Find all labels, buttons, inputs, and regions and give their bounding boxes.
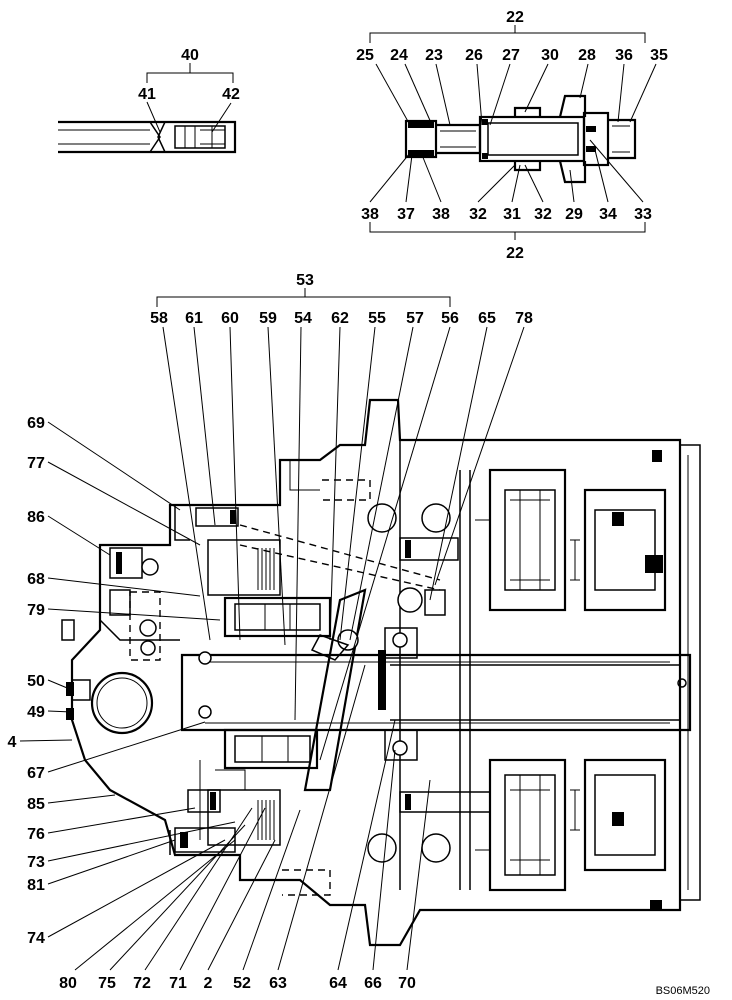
callout-27: 27: [502, 47, 520, 64]
callout-65: 65: [478, 310, 496, 327]
callout-24: 24: [390, 47, 408, 64]
callout-72: 72: [133, 975, 151, 992]
callout-26: 26: [465, 47, 483, 64]
drawing-code: BS06M520: [656, 985, 710, 997]
callout-74: 74: [27, 930, 45, 947]
callout-61: 61: [185, 310, 203, 327]
group-label-53: 53: [296, 272, 314, 289]
callout-38-left: 38: [361, 206, 379, 223]
callout-55: 55: [368, 310, 386, 327]
callout-35: 35: [650, 47, 668, 64]
callout-28: 28: [578, 47, 596, 64]
callout-34: 34: [599, 206, 617, 223]
callout-52: 52: [233, 975, 251, 992]
callout-75: 75: [98, 975, 116, 992]
callout-38-right: 38: [432, 206, 450, 223]
callout-41: 41: [138, 86, 156, 103]
callout-25: 25: [356, 47, 374, 64]
callout-63: 63: [269, 975, 287, 992]
callout-32-right: 32: [534, 206, 552, 223]
callout-4: 4: [8, 734, 17, 751]
subassembly-22-drawing: [404, 94, 637, 184]
callout-30: 30: [541, 47, 559, 64]
callout-37: 37: [397, 206, 415, 223]
callout-71: 71: [169, 975, 187, 992]
callout-50: 50: [27, 673, 45, 690]
callout-42: 42: [222, 86, 240, 103]
callout-80: 80: [59, 975, 77, 992]
motor-section-drawing: [61, 398, 701, 947]
callout-81: 81: [27, 877, 45, 894]
callout-54: 54: [294, 310, 312, 327]
callout-77: 77: [27, 455, 45, 472]
group-brackets: [146, 25, 646, 307]
callout-68: 68: [27, 571, 45, 588]
callout-69: 69: [27, 415, 45, 432]
callout-58: 58: [150, 310, 168, 327]
group-label-22-bottom: 22: [506, 245, 524, 262]
leader-lines: [19, 63, 657, 971]
group-labels: 40 22 22 53: [181, 9, 524, 289]
callout-29: 29: [565, 206, 583, 223]
callout-31: 31: [503, 206, 521, 223]
group-label-22-top: 22: [506, 9, 524, 26]
callout-64: 64: [329, 975, 347, 992]
callout-32-left: 32: [469, 206, 487, 223]
callout-76: 76: [27, 826, 45, 843]
callout-67: 67: [27, 765, 45, 782]
callout-33: 33: [634, 206, 652, 223]
callout-49: 49: [27, 704, 45, 721]
group-label-40: 40: [181, 47, 199, 64]
callout-66: 66: [364, 975, 382, 992]
callout-59: 59: [259, 310, 277, 327]
callout-60: 60: [221, 310, 239, 327]
callout-85: 85: [27, 796, 45, 813]
callout-57: 57: [406, 310, 424, 327]
callout-79: 79: [27, 602, 45, 619]
callout-70: 70: [398, 975, 416, 992]
callout-23: 23: [425, 47, 443, 64]
callout-62: 62: [331, 310, 349, 327]
callout-73: 73: [27, 854, 45, 871]
callout-36: 36: [615, 47, 633, 64]
subassembly-40-drawing: [58, 120, 237, 154]
callout-56: 56: [441, 310, 459, 327]
callout-78: 78: [515, 310, 533, 327]
callout-2: 2: [204, 975, 213, 992]
callout-labels: 41 42 25 24 23 26 27 30 28 36 35 38 37 3…: [8, 47, 668, 992]
callout-86: 86: [27, 509, 45, 526]
